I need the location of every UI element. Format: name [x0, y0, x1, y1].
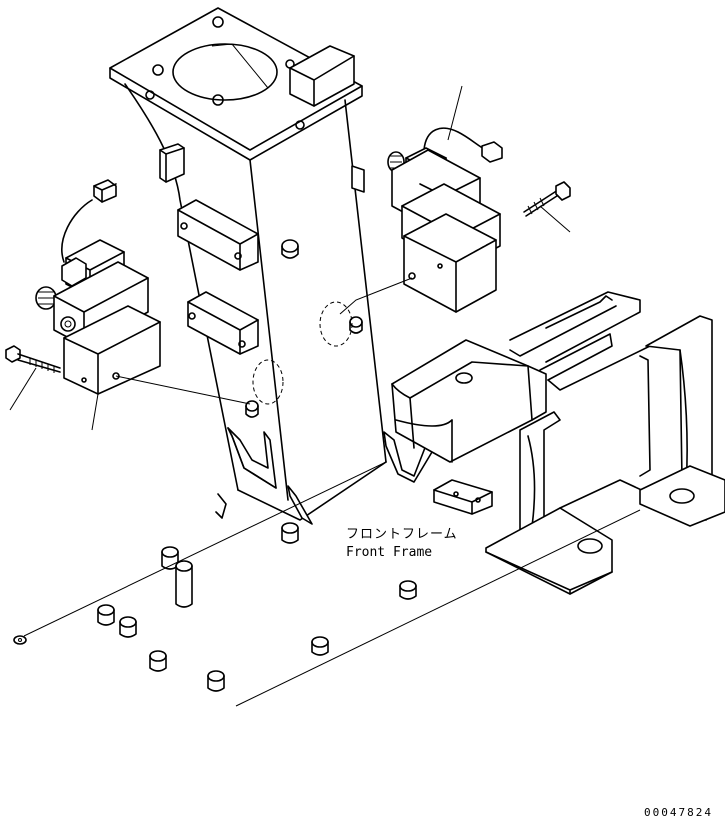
right-solenoid-valve	[339, 85, 503, 315]
part-name-jp: フロントフレーム	[346, 527, 458, 542]
part-name-en: Front Frame	[346, 545, 432, 560]
spacer	[175, 560, 193, 608]
left-solenoid-valve	[35, 179, 251, 431]
spacer	[399, 580, 417, 600]
spacer-parts	[13, 522, 417, 692]
spacer	[149, 650, 167, 672]
right-mounting-bolt	[523, 181, 571, 233]
ring-terminal	[13, 635, 27, 645]
front-frame	[23, 291, 725, 707]
column-frame	[109, 7, 433, 525]
spacer	[97, 604, 115, 626]
spacer	[281, 522, 299, 544]
spacer	[207, 670, 225, 692]
drawing-code: 00047824	[644, 806, 713, 819]
spacer	[311, 636, 329, 656]
spacer	[119, 616, 137, 638]
left-mounting-bolt	[5, 345, 61, 411]
